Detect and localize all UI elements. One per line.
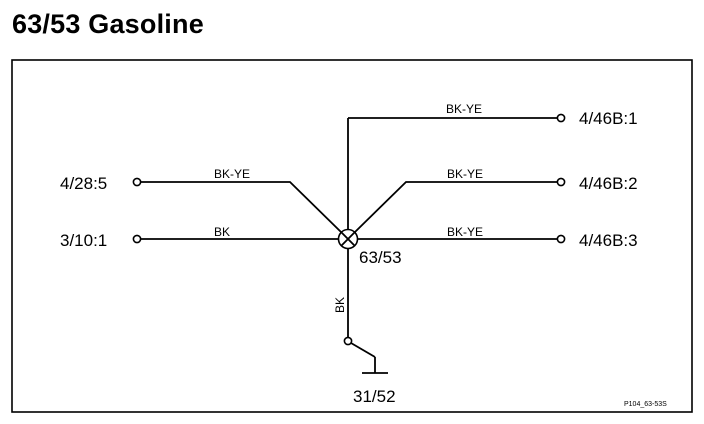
terminal-4-46b-3: [556, 234, 566, 244]
page-title: 63/53 Gasoline: [12, 9, 204, 39]
terminal-4-46b-1: [556, 113, 566, 123]
wire-color-label-ground: BK: [333, 297, 347, 313]
terminal-4-28-5: [132, 177, 142, 187]
wire-4-28-5: [141, 181, 342, 233]
diagram-frame: [11, 59, 693, 413]
reference-code: P104_63-53S: [624, 401, 667, 408]
wire-4-46b-2: [354, 181, 557, 233]
wire-color-label-4-46b-1: BK-YE: [446, 102, 482, 116]
connector-label-4-46b-2: 4/46B:2: [579, 174, 638, 193]
terminal-3-10-1: [132, 234, 142, 244]
connector-label-4-28-5: 4/28:5: [60, 174, 107, 193]
wire-color-label-4-46b-3: BK-YE: [447, 225, 483, 239]
connector-label-4-46b-3: 4/46B:3: [579, 231, 638, 250]
terminal-4-46b-2: [556, 177, 566, 187]
wire-color-label-4-46b-2: BK-YE: [447, 167, 483, 181]
splice-symbol: [337, 228, 359, 250]
connector-label-4-46b-1: 4/46B:1: [579, 109, 638, 128]
ground-label: 31/52: [353, 387, 396, 406]
wire-color-label-4-28-5: BK-YE: [214, 167, 250, 181]
connector-label-3-10-1: 3/10:1: [60, 231, 107, 250]
wire-color-label-3-10-1: BK: [214, 225, 230, 239]
splice-label: 63/53: [359, 248, 402, 267]
ground-symbol: [343, 336, 388, 374]
